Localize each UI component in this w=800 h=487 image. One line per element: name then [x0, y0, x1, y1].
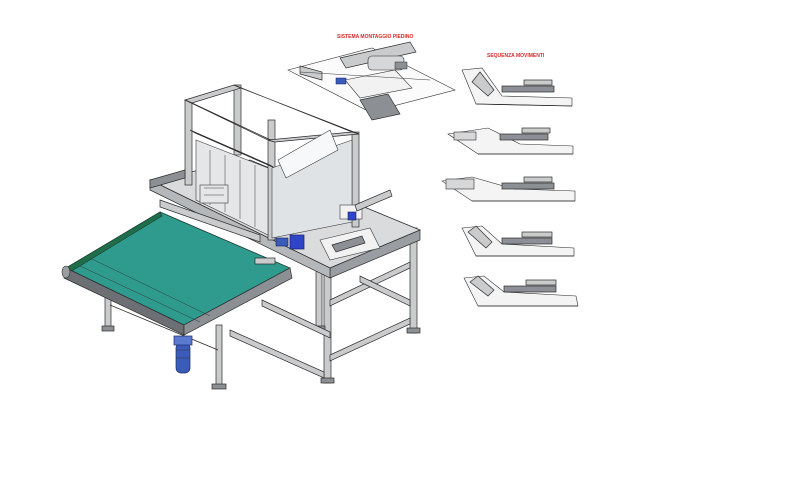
- sequence-step-5: [463, 275, 579, 307]
- gantry-side-rails: [149, 169, 261, 243]
- enclosure-panel: [195, 129, 353, 239]
- conveyor-motor: [173, 335, 193, 374]
- main-machine: [61, 84, 422, 390]
- sequence-step-2: [447, 127, 574, 155]
- assembly-title: SISTEMA MONTAGGIO PIEDINO: [337, 34, 414, 40]
- assembly-mechanism: [254, 189, 393, 265]
- right-table-frame: [229, 227, 421, 384]
- sequence-step-4: [461, 225, 575, 257]
- sequence-step-1: [461, 67, 573, 107]
- gantry-frame: [183, 84, 360, 241]
- sequence-step-3: [441, 176, 576, 202]
- conveyor-belt: [61, 211, 293, 336]
- sequence-title: SEQUENZA MOVIMENTI: [487, 53, 545, 59]
- assembly-detail-view: [287, 41, 456, 121]
